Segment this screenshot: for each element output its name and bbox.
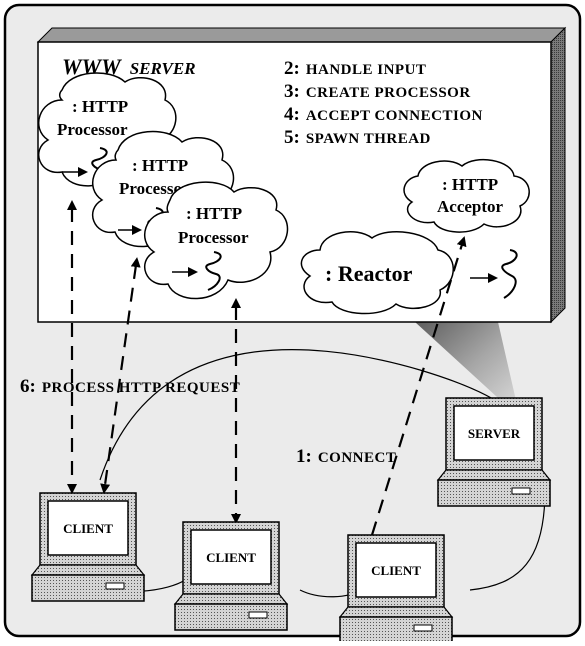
- dashed-arrow-connect: [370, 236, 467, 536]
- reactor: : Reactor: [300, 231, 518, 315]
- thread-squiggle-3: [205, 251, 222, 291]
- steps-list: 2:HANDLE INPUT 3:CREATE PROCESSOR 4:ACCE…: [284, 58, 483, 148]
- acceptor-line1: : HTTP: [442, 175, 498, 194]
- client-computer-2: CLIENT: [173, 521, 289, 631]
- dashed-arrow-client1-b: [100, 257, 141, 494]
- processor-1-line1: : HTTP: [72, 97, 128, 116]
- server-computer: SERVER: [436, 397, 552, 507]
- server-panel-edge-right: [550, 26, 566, 324]
- panel-title-sub: SERVER: [130, 59, 196, 78]
- step-6-label: 6:PROCESS HTTP REQUEST: [20, 376, 240, 397]
- processor-3-line1: : HTTP: [186, 204, 242, 223]
- step-4: 4:ACCEPT CONNECTION: [284, 104, 483, 125]
- http-acceptor: : HTTP Acceptor: [403, 158, 530, 233]
- step-1-label: 1:CONNECT: [296, 446, 396, 467]
- processor-3-line2: Processor: [178, 228, 249, 247]
- reactor-label: : Reactor: [325, 261, 413, 286]
- client-computer-3: CLIENT: [338, 534, 454, 644]
- acceptor-line2: Acceptor: [437, 197, 504, 216]
- server-panel-edge-top: [36, 27, 567, 43]
- cloud-shape: [403, 158, 530, 233]
- cloud-shape: [300, 231, 454, 315]
- step-5: 5:SPAWN THREAD: [284, 127, 431, 148]
- cloud-shape: [143, 181, 289, 300]
- processor-2-line2: Processor: [119, 179, 190, 198]
- projection-beam: [415, 322, 520, 418]
- client-2-screen-label: CLIENT: [206, 550, 256, 565]
- request-arrows: [67, 200, 467, 536]
- reactor-thread-squiggle: [501, 249, 518, 299]
- client-3-screen-label: CLIENT: [371, 563, 421, 578]
- server-screen-label: SERVER: [468, 426, 521, 441]
- client-1-screen-label: CLIENT: [63, 521, 113, 536]
- processor-1-line2: Processor: [57, 120, 128, 139]
- step-2: 2:HANDLE INPUT: [284, 58, 426, 79]
- step-3: 3:CREATE PROCESSOR: [284, 81, 471, 102]
- processor-2-line1: : HTTP: [132, 156, 188, 175]
- client-computer-1: CLIENT: [30, 492, 146, 602]
- http-processor-3: : HTTP Processor: [143, 181, 289, 300]
